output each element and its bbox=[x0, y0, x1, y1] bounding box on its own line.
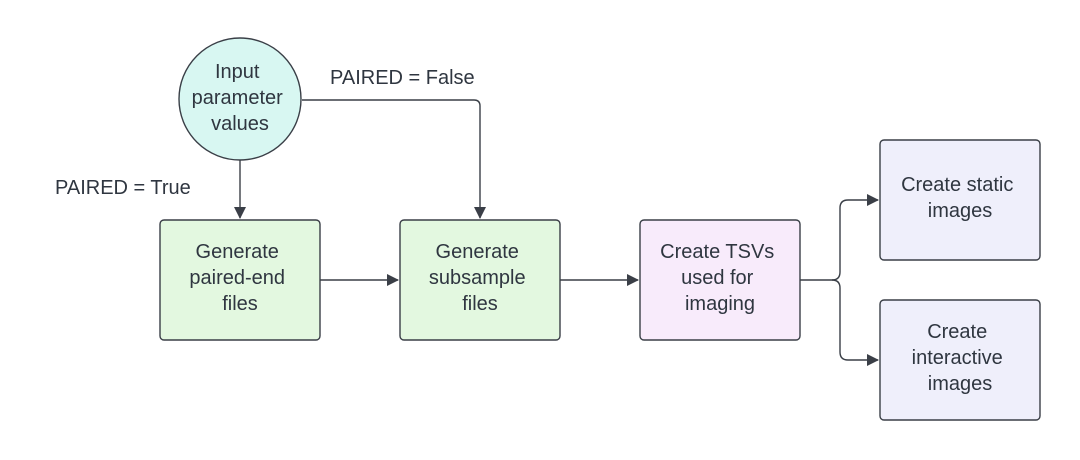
node-input-shape bbox=[178, 37, 302, 161]
node-subsample-label: Generate subsample files bbox=[429, 241, 531, 315]
edge-label-paired-true: PAIRED = True bbox=[55, 177, 191, 199]
node-tsvs-line-1: Create TSVs bbox=[660, 241, 774, 263]
node-create-static-images: Create static images bbox=[879, 139, 1041, 261]
node-tsvs-line-2: used for bbox=[681, 267, 754, 289]
edge-tsvs-to-interactive bbox=[831, 279, 879, 366]
node-static-line-2: images bbox=[928, 200, 992, 222]
node-input-label: Input parameter values bbox=[192, 61, 289, 135]
node-subsample-line-2: subsample bbox=[429, 267, 526, 289]
node-interactive-line-3: images bbox=[928, 373, 992, 395]
node-input-parameter-values: Input parameter values bbox=[178, 37, 302, 161]
node-create-tsvs: Create TSVs used for imaging bbox=[639, 219, 801, 341]
node-paired-end-line-1: Generate bbox=[196, 241, 279, 263]
node-tsvs-label: Create TSVs used for imaging bbox=[660, 241, 780, 315]
node-paired-end-line-2: paired-end bbox=[189, 267, 285, 289]
edge-label-paired-false: PAIRED = False bbox=[330, 67, 475, 89]
node-generate-subsample-files: Generate subsample files bbox=[399, 219, 561, 341]
node-input-line-3: values bbox=[211, 113, 269, 135]
node-interactive-line-2: interactive bbox=[912, 347, 1003, 369]
node-subsample-shape bbox=[399, 219, 561, 341]
node-create-interactive-images: Create interactive images bbox=[879, 299, 1041, 421]
node-static-label: Create static images bbox=[901, 174, 1019, 222]
node-static-line-1: Create static bbox=[901, 174, 1013, 196]
node-interactive-label: Create interactive images bbox=[912, 321, 1009, 395]
node-static-shape bbox=[879, 139, 1041, 261]
node-input-line-2: parameter bbox=[192, 87, 283, 109]
node-interactive-shape bbox=[879, 299, 1041, 421]
node-paired-end-line-3: files bbox=[222, 293, 258, 315]
node-subsample-line-3: files bbox=[462, 293, 498, 315]
edges bbox=[234, 99, 879, 366]
node-generate-paired-end-files: Generate paired-end files bbox=[159, 219, 321, 341]
node-tsvs-shape bbox=[639, 219, 801, 341]
node-paired-end-shape bbox=[159, 219, 321, 341]
node-paired-end-label: Generate paired-end files bbox=[189, 241, 290, 315]
edge-tsvs-to-static bbox=[800, 194, 879, 281]
node-input-line-1: Input bbox=[215, 61, 260, 83]
edge-input-to-subsample bbox=[302, 99, 486, 219]
node-interactive-line-1: Create bbox=[927, 321, 987, 343]
node-subsample-line-1: Generate bbox=[436, 241, 519, 263]
node-tsvs-line-3: imaging bbox=[685, 293, 755, 315]
